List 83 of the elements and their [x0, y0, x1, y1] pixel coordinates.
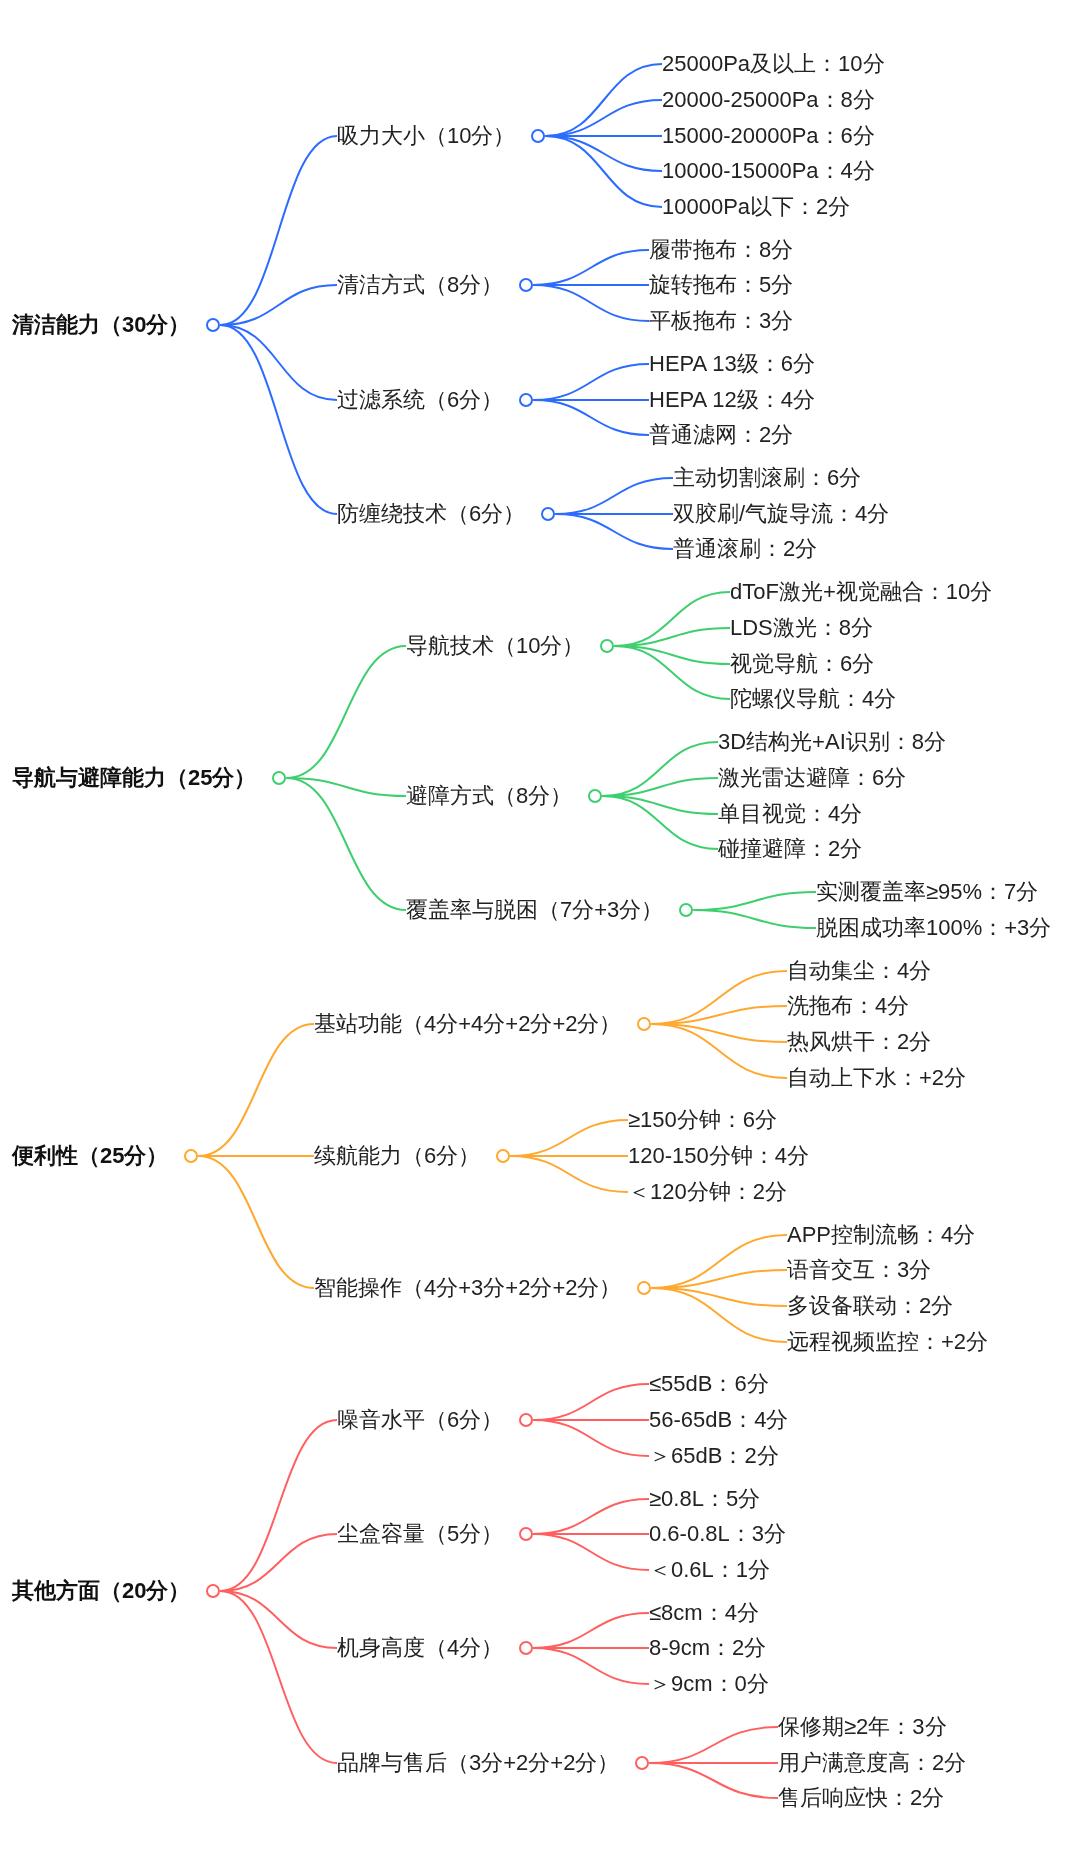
- score-label: 旋转拖布：5分: [649, 271, 794, 299]
- score-label: 3D结构光+AI识别：8分: [718, 728, 946, 756]
- score-label: 碰撞避障：2分: [718, 835, 863, 863]
- branch-line: [650, 1023, 788, 1079]
- score-label: 售后响应快：2分: [778, 1784, 945, 1812]
- criterion-label: 过滤系统（6分）: [337, 386, 504, 414]
- score-label: HEPA 12级：4分: [649, 386, 815, 414]
- score-label: 0.6-0.8L：3分: [649, 1520, 786, 1548]
- score-label: ＞65dB：2分: [649, 1442, 779, 1470]
- branch-line: [509, 1155, 629, 1193]
- score-label: 陀螺仪导航：4分: [730, 685, 897, 713]
- score-label: 用户满意度高：2分: [778, 1749, 967, 1777]
- criterion-label: 品牌与售后（3分+2分+2分）: [337, 1749, 620, 1777]
- score-label: HEPA 13级：6分: [649, 350, 815, 378]
- score-label: 普通滚刷：2分: [673, 535, 818, 563]
- category-heading: 导航与避障能力（25分）: [12, 764, 257, 792]
- category-heading: 其他方面（20分）: [12, 1577, 191, 1605]
- score-label: 平板拖布：3分: [649, 307, 794, 335]
- score-label: 20000-25000Pa：8分: [662, 86, 875, 114]
- score-label: dToF激光+视觉融合：10分: [730, 578, 993, 606]
- criterion-label: 覆盖率与脱困（7分+3分）: [406, 896, 664, 924]
- criterion-label: 导航技术（10分）: [406, 632, 585, 660]
- score-label: 履带拖布：8分: [649, 236, 794, 264]
- branch-line: [692, 909, 817, 929]
- score-label: 自动集尘：4分: [787, 957, 932, 985]
- score-label: ＜0.6L：1分: [649, 1556, 771, 1584]
- branch-line: [650, 1287, 788, 1343]
- criterion-label: 续航能力（6分）: [314, 1142, 481, 1170]
- score-label: 普通滤网：2分: [649, 421, 794, 449]
- criterion-label: 基站功能（4分+4分+2分+2分）: [314, 1010, 622, 1038]
- score-label: ＞9cm：0分: [649, 1670, 769, 1698]
- score-label: 10000-15000Pa：4分: [662, 157, 875, 185]
- branch-line: [197, 1155, 315, 1289]
- branch-line: [554, 513, 674, 550]
- branch-line: [532, 1647, 650, 1685]
- branch-line: [532, 1533, 650, 1571]
- score-label: ≥0.8L：5分: [649, 1485, 761, 1513]
- branch-line: [544, 135, 663, 208]
- branch-line: [285, 777, 407, 911]
- score-label: 多设备联动：2分: [787, 1292, 954, 1320]
- score-label: LDS激光：8分: [730, 614, 874, 642]
- score-label: 脱困成功率100%：+3分: [816, 914, 1052, 942]
- branch-line: [219, 324, 338, 515]
- score-label: 实测覆盖率≥95%：7分: [816, 878, 1039, 906]
- criterion-label: 防缠绕技术（6分）: [337, 500, 526, 528]
- score-label: 语音交互：3分: [787, 1256, 932, 1284]
- branch-line: [648, 1762, 779, 1799]
- score-label: 56-65dB：4分: [649, 1406, 789, 1434]
- score-label: ≥150分钟：6分: [628, 1106, 777, 1134]
- score-label: 远程视频监控：+2分: [787, 1328, 989, 1356]
- score-label: ＜120分钟：2分: [628, 1178, 787, 1206]
- criterion-label: 清洁方式（8分）: [337, 271, 504, 299]
- score-label: 热风烘干：2分: [787, 1028, 932, 1056]
- score-label: 120-150分钟：4分: [628, 1142, 809, 1170]
- score-label: 单目视觉：4分: [718, 800, 863, 828]
- score-label: 双胶刷/气旋导流：4分: [673, 500, 890, 528]
- score-label: 洗拖布：4分: [787, 992, 910, 1020]
- branch-line: [532, 1419, 650, 1457]
- branch-line: [532, 399, 650, 436]
- category-heading: 便利性（25分）: [12, 1142, 169, 1170]
- criterion-label: 吸力大小（10分）: [337, 122, 516, 150]
- score-label: 10000Pa以下：2分: [662, 193, 851, 221]
- score-label: 视觉导航：6分: [730, 650, 875, 678]
- score-label: 15000-20000Pa：6分: [662, 122, 875, 150]
- score-label: ≤8cm：4分: [649, 1599, 759, 1627]
- score-label: 激光雷达避障：6分: [718, 764, 907, 792]
- score-label: 25000Pa及以上：10分: [662, 50, 885, 78]
- category-heading: 清洁能力（30分）: [12, 311, 191, 339]
- criterion-label: 智能操作（4分+3分+2分+2分）: [314, 1274, 622, 1302]
- criterion-label: 尘盒容量（5分）: [337, 1520, 504, 1548]
- score-label: 自动上下水：+2分: [787, 1064, 967, 1092]
- score-label: APP控制流畅：4分: [787, 1221, 976, 1249]
- branch-line: [219, 1590, 338, 1764]
- branch-line: [601, 795, 719, 850]
- criterion-label: 避障方式（8分）: [406, 782, 573, 810]
- score-label: ≤55dB：6分: [649, 1370, 769, 1398]
- branch-line: [613, 645, 731, 700]
- score-label: 保修期≥2年：3分: [778, 1713, 947, 1741]
- branch-line: [532, 284, 650, 322]
- score-label: 主动切割滚刷：6分: [673, 464, 862, 492]
- score-label: 8-9cm：2分: [649, 1634, 767, 1662]
- criterion-label: 噪音水平（6分）: [337, 1406, 504, 1434]
- criterion-label: 机身高度（4分）: [337, 1634, 504, 1662]
